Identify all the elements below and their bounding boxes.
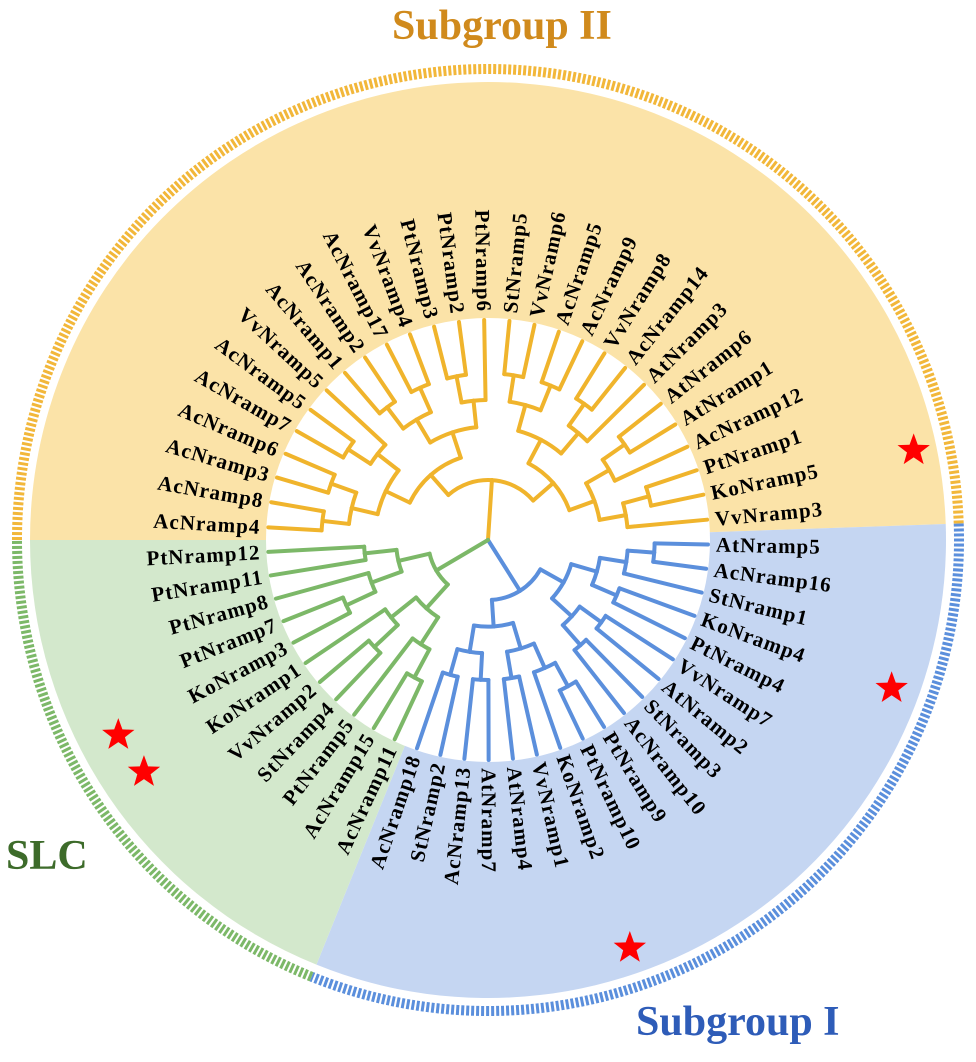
branch-line — [492, 600, 494, 627]
branch-line — [484, 320, 485, 400]
branch-line — [628, 551, 655, 553]
branch-line — [655, 543, 708, 544]
leaf-label: PtNramp6 — [470, 209, 496, 312]
branch-arc — [474, 626, 494, 627]
slc-title: SLC — [6, 832, 88, 880]
subgroup-ii-title: Subgroup II — [392, 2, 612, 50]
branch-line — [481, 653, 482, 680]
branch-line — [474, 401, 477, 428]
leaf-label: AtNramp7 — [477, 768, 501, 873]
subgroup-i-title: Subgroup I — [636, 998, 840, 1046]
leaf-label: AtNramp5 — [716, 533, 821, 559]
